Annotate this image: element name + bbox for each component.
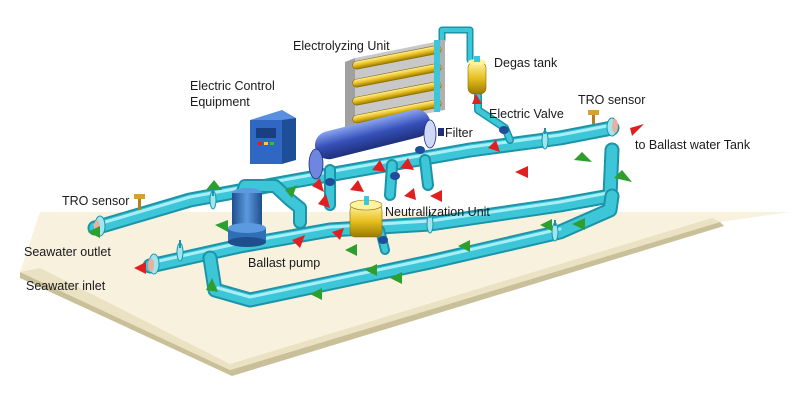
label-seawater-inlet: Seawater inlet	[26, 279, 106, 293]
label-neutralization-unit: Neutrallization Unit	[385, 205, 490, 219]
ballast-pump	[228, 188, 266, 247]
label-filter: Filter	[445, 126, 473, 140]
tro-sensor-left	[134, 194, 145, 210]
label-seawater-outlet: Seawater outlet	[24, 245, 111, 259]
label-electric-valve: Electric Valve	[489, 107, 564, 121]
label-tro-sensor-right: TRO sensor	[578, 93, 646, 107]
electric-valves	[325, 126, 509, 244]
label-to-ballast-tank: to Ballast water Tank	[635, 138, 751, 152]
label-ballast-pump: Ballast pump	[248, 256, 321, 270]
manual-valves	[179, 128, 556, 248]
flow-arrows-red	[134, 94, 644, 274]
electric-control-box	[250, 110, 296, 164]
neutralization-unit	[349, 196, 383, 238]
label-electric-control-line2: Equipment	[190, 95, 250, 109]
filter-unit	[308, 109, 444, 180]
flow-arrows-green	[88, 152, 632, 300]
label-electric-control-line1: Electric Control	[190, 79, 275, 93]
electrolyzing-unit	[345, 40, 445, 132]
label-tro-sensor-left: TRO sensor	[62, 194, 130, 208]
tro-sensor-right	[588, 110, 599, 124]
label-degas-tank: Degas tank	[494, 56, 558, 70]
degas-tank	[467, 56, 487, 95]
label-electrolyzing-unit: Electrolyzing Unit	[293, 39, 390, 53]
